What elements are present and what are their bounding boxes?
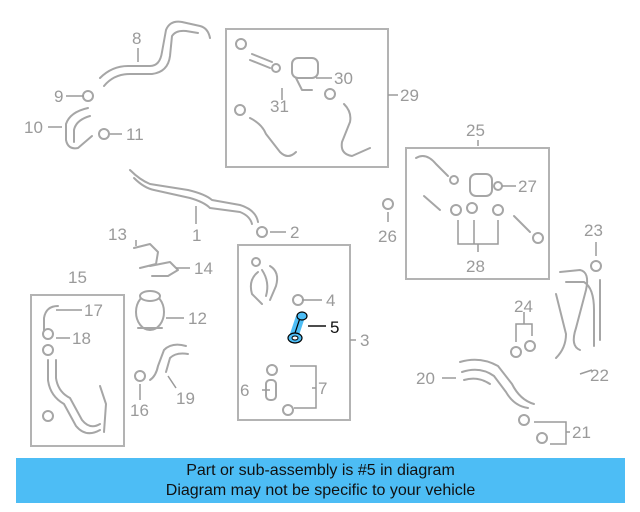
part-9-clamp: [82, 90, 94, 102]
part-15-hoses: [42, 305, 107, 435]
part-11-clamp: [98, 128, 110, 140]
callout-26: 26: [378, 227, 397, 246]
callout-1: 1: [192, 226, 201, 245]
group-box-25: [405, 147, 550, 280]
callout-16: 16: [130, 401, 149, 420]
callout-9: 9: [54, 87, 63, 106]
part-5-hose-highlighted[interactable]: [287, 311, 308, 344]
banner-line-1: Part or sub-assembly is #5 in diagram: [186, 462, 455, 479]
callout-7: 7: [318, 379, 327, 398]
part-23-clamp: [590, 260, 602, 272]
part-14-bracket: [149, 261, 179, 277]
callout-5-highlighted: 5: [330, 318, 339, 337]
part-8-pipe: [99, 20, 211, 87]
part-25-assembly: [415, 155, 544, 244]
callout-20: 20: [416, 369, 435, 388]
callout-22: 22: [590, 366, 609, 385]
part-26-clamp: [382, 198, 394, 210]
parts-diagram: 1 2 3 4 5 6 7 8 9 10 11 12 13 14 15 16 1…: [24, 20, 609, 447]
leader-lines: [48, 48, 597, 445]
callout-25: 25: [466, 121, 485, 140]
group-box-29: [225, 28, 389, 168]
part-21-clamps: [518, 414, 548, 444]
callout-31: 31: [270, 97, 289, 116]
callout-15: 15: [68, 268, 87, 287]
part-19-hose: [149, 343, 189, 381]
part-10-hose: [65, 107, 93, 150]
callout-11: 11: [126, 125, 144, 144]
part-2-clamp: [256, 226, 268, 238]
callout-19: 19: [176, 389, 195, 408]
callout-24: 24: [514, 297, 533, 316]
part-24-clamps: [510, 340, 536, 358]
callout-3: 3: [360, 331, 369, 350]
part-22-pipes: [555, 269, 601, 359]
part-12-pump: [135, 290, 165, 331]
group-box-15: [30, 294, 125, 447]
callout-23: 23: [584, 221, 603, 240]
callout-28: 28: [466, 257, 485, 276]
info-banner: Part or sub-assembly is #5 in diagram Di…: [16, 458, 625, 503]
part-1-pipe: [129, 169, 259, 225]
callout-27: 27: [518, 177, 537, 196]
callout-labels: 1 2 3 4 5 6 7 8 9 10 11 12 13 14 15 16 1…: [24, 29, 609, 442]
callout-8: 8: [132, 29, 141, 48]
banner-line-2: Diagram may not be specific to your vehi…: [165, 482, 476, 499]
callout-6: 6: [240, 381, 249, 400]
callout-12: 12: [188, 309, 207, 328]
part-20-hoses: [459, 358, 535, 409]
part-16-clamp: [134, 370, 146, 382]
callout-14: 14: [194, 259, 213, 278]
callout-30: 30: [334, 69, 353, 88]
callout-10: 10: [24, 118, 43, 137]
callout-4: 4: [326, 291, 335, 310]
callout-18: 18: [72, 329, 91, 348]
part-29-assembly: [234, 38, 371, 157]
callout-29: 29: [400, 86, 419, 105]
group-box-3: [237, 244, 351, 421]
callout-21: 21: [572, 423, 591, 442]
callout-17: 17: [84, 301, 103, 320]
callout-2: 2: [290, 223, 299, 242]
callout-13: 13: [108, 225, 127, 244]
